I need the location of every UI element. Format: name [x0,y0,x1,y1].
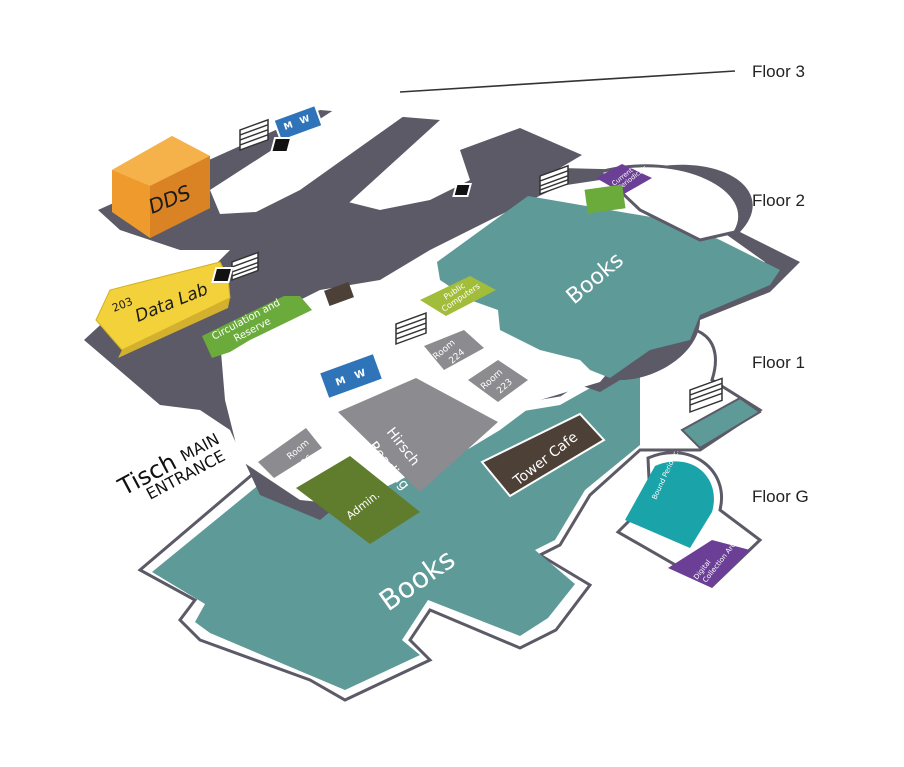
floor2-elevator-west [211,267,234,283]
floor3-leader-line [399,70,736,93]
floor3-elevator [270,137,293,153]
circulation-and-reserve-desk[interactable] [202,296,312,358]
floor2-stairs-west [231,251,259,282]
floor1-side-room[interactable] [680,396,762,450]
room-223[interactable] [468,360,528,402]
floor-g-label: Floor G [752,487,809,506]
admin-office[interactable] [296,456,420,544]
room-224[interactable] [424,330,484,370]
floor2-restroom-m-label: M [334,375,347,389]
floor3-stairs [239,118,269,152]
floor2-restrooms: M W [317,351,385,401]
bound-periodicals-area[interactable] [625,461,714,548]
floor2-stairs-east [539,164,569,196]
floor-3: M W DDS [98,103,440,250]
floor-1-label: Floor 1 [752,353,805,372]
floor-g: Bound Periodicals Digital Collection Arc… [615,441,763,588]
floor2-green-room[interactable] [584,184,626,214]
current-periodicals-room[interactable] [596,164,652,194]
floor3-restroom-w-label: W [299,114,312,127]
floor2-elevator-east [452,183,472,197]
hirsch-reading-room[interactable] [338,378,498,492]
digital-collection-archive-room[interactable] [668,540,750,588]
floor-3-label: Floor 3 [752,62,805,81]
public-computers-area[interactable] [420,276,496,316]
floor3-restrooms: M W [272,103,324,143]
floor3-restroom-m-label: M [283,120,295,132]
room-226[interactable] [258,428,322,478]
floor2-stairs-center [395,312,427,346]
tower-cafe[interactable] [480,412,606,498]
floor2-brown-room [324,282,354,306]
floor-2-label: Floor 2 [752,191,805,210]
floor1-stairs [689,377,723,414]
main-entrance-label: Tisch MAIN ENTRANCE [113,429,228,503]
floor-2: Books Current Periodicals 203 Data Lab [84,128,800,544]
floor2-restroom-w-label: W [353,368,367,382]
floor2-books-area[interactable] [437,196,780,378]
